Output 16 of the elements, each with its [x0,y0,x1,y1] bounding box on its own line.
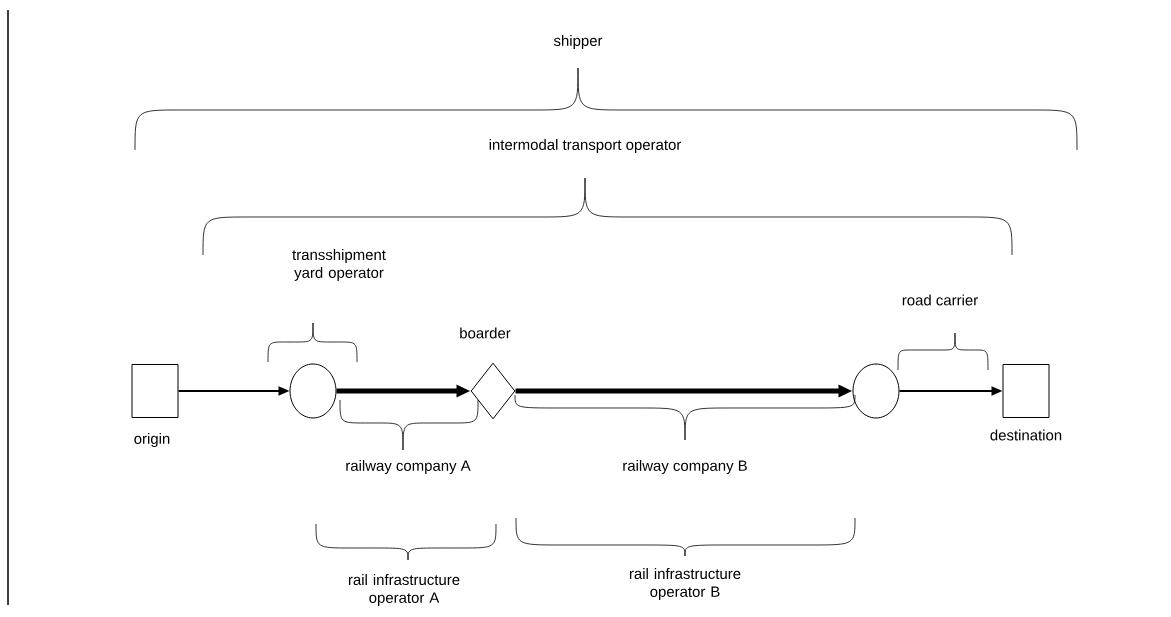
role-label: rail infrastructure operator B [629,568,741,600]
role-label: intermodal transport operator [489,139,682,153]
node-caption: destination [990,429,1062,441]
node-caption: origin [134,433,170,447]
border-diamond [470,362,516,420]
terminal-circle [289,363,337,419]
location-box [131,364,179,418]
terminal-circle [852,363,900,419]
role-label: shipper [553,35,603,49]
role-label: railway company A [346,460,471,474]
location-box [1002,364,1050,418]
role-label: transshipment yard operator [292,249,386,281]
role-label: railway company B [623,460,747,474]
role-label: road carrier [902,294,978,306]
node-caption: boarder [460,327,511,339]
role-label: rail infrastructure operator A [348,574,460,606]
